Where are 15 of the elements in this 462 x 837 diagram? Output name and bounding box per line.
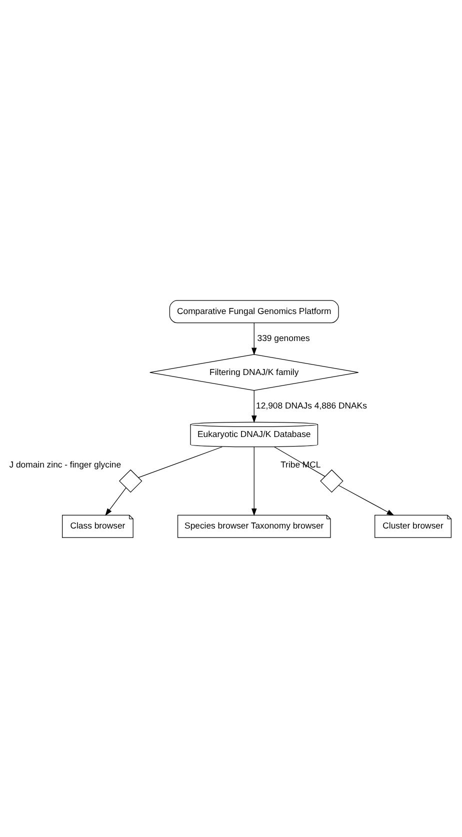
node-label: Tribe MCL [280,459,321,469]
arrow [252,446,257,516]
connector [138,446,222,478]
node-diamond [320,468,344,492]
arrow [252,390,257,422]
node-diamond [119,468,142,492]
arrow [252,322,257,355]
arrow [105,486,126,516]
node-diamond: Filtering DNAJ/K family [150,354,359,390]
node-label: J domain zinc - finger glycine [9,459,122,469]
connector [274,446,326,476]
edge-label: 12,908 DNAJs 4,886 DNAKs [256,400,367,410]
arrow [338,484,394,516]
node-box: Comparative Fungal Genomics Platform [169,300,339,323]
edge-label: 339 genomes [257,332,310,342]
